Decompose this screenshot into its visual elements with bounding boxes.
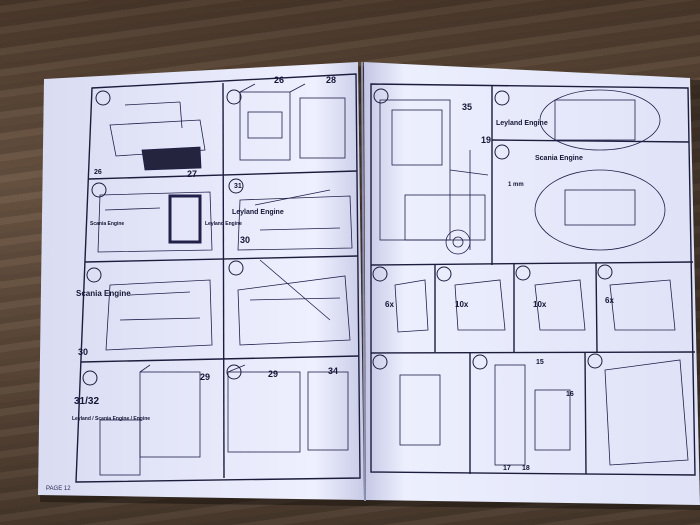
svg-text:35: 35 (462, 102, 472, 112)
svg-text:30: 30 (78, 347, 88, 357)
svg-text:26: 26 (94, 169, 102, 176)
svg-text:27: 27 (187, 169, 197, 179)
svg-text:34: 34 (328, 366, 338, 376)
right-page (364, 62, 700, 505)
svg-text:Scania Engine: Scania Engine (76, 289, 131, 298)
svg-text:30: 30 (240, 235, 250, 245)
svg-text:29: 29 (200, 372, 210, 382)
svg-text:Leyland Engine: Leyland Engine (232, 209, 284, 216)
svg-text:29: 29 (268, 369, 278, 379)
svg-text:Leyland Engine: Leyland Engine (496, 120, 548, 127)
svg-text:28: 28 (326, 75, 336, 85)
svg-text:Scania Engine: Scania Engine (535, 155, 583, 162)
svg-text:Scania Engine: Scania Engine (90, 221, 124, 227)
page-footer: PAGE 12 (46, 486, 71, 492)
svg-text:6x: 6x (605, 296, 614, 305)
svg-text:17: 17 (503, 465, 511, 472)
svg-text:19: 19 (481, 135, 491, 145)
svg-text:16: 16 (566, 391, 574, 398)
left-page (38, 62, 364, 500)
svg-text:1 mm: 1 mm (508, 182, 524, 188)
svg-text:Leyland Engine: Leyland Engine (205, 221, 242, 227)
svg-text:Leyland / Scania Engine / Engi: Leyland / Scania Engine / Engine (72, 416, 150, 422)
svg-text:10x: 10x (455, 300, 469, 309)
svg-text:15: 15 (536, 359, 544, 366)
svg-text:31: 31 (234, 183, 242, 190)
svg-text:10x: 10x (533, 300, 547, 309)
svg-text:31/32: 31/32 (74, 396, 99, 407)
svg-text:18: 18 (522, 465, 530, 472)
svg-text:26: 26 (274, 75, 284, 85)
svg-text:6x: 6x (385, 300, 394, 309)
